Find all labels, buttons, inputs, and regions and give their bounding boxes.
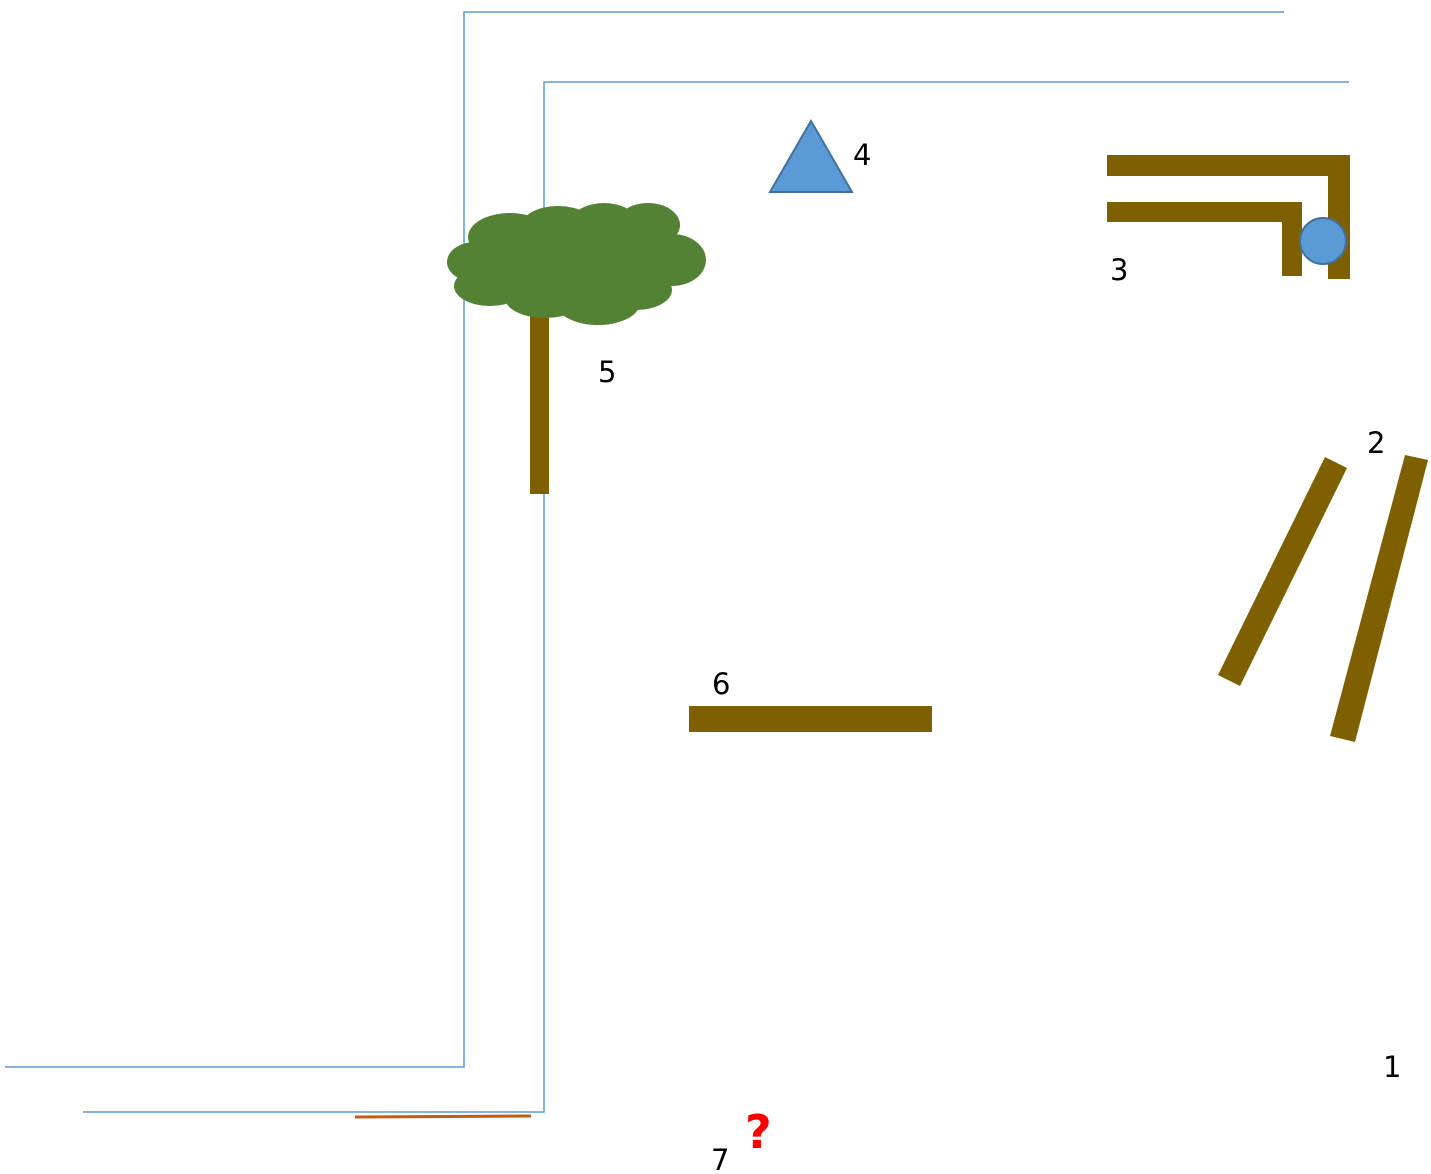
- goal-circle-icon: [1300, 218, 1346, 264]
- label-1: 1: [1383, 1050, 1401, 1084]
- label-7: 7: [711, 1143, 729, 1174]
- inner-path-line: [83, 82, 1349, 1112]
- ground-segment: [355, 1116, 531, 1117]
- label-4: 4: [853, 138, 871, 172]
- label-3: 3: [1110, 253, 1128, 287]
- triangle-icon: [770, 121, 852, 192]
- question-mark-icon: ?: [745, 1105, 772, 1159]
- landmark-2-bar-left: [1218, 457, 1347, 686]
- label-5: 5: [598, 355, 616, 389]
- label-6: 6: [712, 667, 730, 701]
- landmark-2-bar-right: [1330, 455, 1428, 742]
- outer-path-line: [5, 12, 1284, 1067]
- tree-icon: [447, 203, 706, 494]
- label-2: 2: [1367, 426, 1385, 460]
- landmark-6-bar: [689, 706, 932, 732]
